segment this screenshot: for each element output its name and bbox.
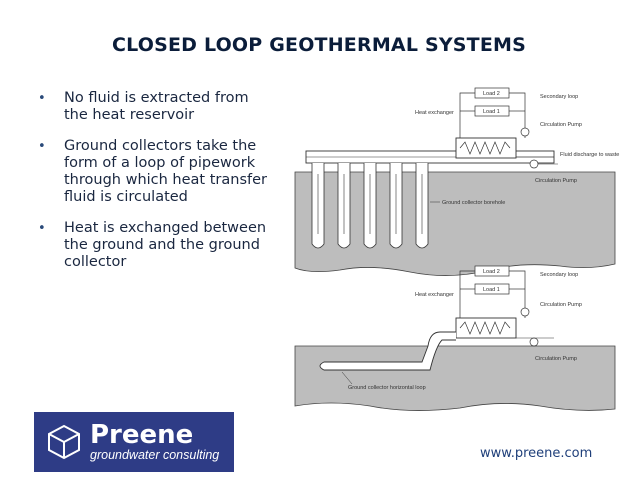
slide-title: CLOSED LOOP GEOTHERMAL SYSTEMS bbox=[111, 34, 527, 56]
preene-logo: Preene groundwater consulting bbox=[34, 412, 234, 472]
logo-name: Preene bbox=[90, 420, 194, 450]
cube-logo-icon bbox=[48, 424, 80, 460]
secondary-loop-label: Secondary loop bbox=[540, 272, 578, 278]
horizontal-loop-diagram: Load 2 Load 1 Heat exchanger Secondary l… bbox=[294, 265, 616, 411]
bullet-item: • Heat is exchanged between the ground an… bbox=[38, 220, 268, 271]
bullet-item: • No fluid is extracted from the heat res… bbox=[38, 90, 268, 124]
load-2-label: Load 2 bbox=[483, 269, 500, 275]
ground-collector-label: Ground collector borehole bbox=[442, 200, 505, 206]
heat-exchanger-label: Heat exchanger bbox=[415, 110, 454, 116]
circulation-pump-label: Circulation Pump bbox=[540, 302, 582, 308]
load-1-label: Load 1 bbox=[483, 287, 500, 293]
circulation-pump-label: Circulation Pump bbox=[535, 178, 577, 184]
secondary-loop-label: Secondary loop bbox=[540, 94, 578, 100]
heat-exchanger-label: Heat exchanger bbox=[415, 292, 454, 298]
bullet-dot: • bbox=[38, 91, 46, 106]
bullet-item: • Ground collectors take the form of a lo… bbox=[38, 138, 268, 206]
circulation-pump-label: Circulation Pump bbox=[535, 356, 577, 362]
borehole-system-diagram: Load 2 Load 1 Heat exchanger Secondary l… bbox=[294, 87, 619, 276]
circulation-pump-icon bbox=[529, 159, 539, 169]
flow-arrows bbox=[317, 174, 423, 234]
bullet-dot: • bbox=[38, 139, 46, 154]
circulation-pump-icon bbox=[520, 127, 530, 137]
circulation-pump-label: Circulation Pump bbox=[540, 122, 582, 128]
bullet-list: • No fluid is extracted from the heat res… bbox=[38, 90, 268, 285]
logo-tagline: groundwater consulting bbox=[90, 448, 220, 462]
circulation-pump-icon bbox=[529, 337, 539, 347]
website-link[interactable]: www.preene.com bbox=[480, 446, 593, 461]
bullet-dot: • bbox=[38, 221, 46, 236]
heat-exchanger-box bbox=[455, 137, 517, 159]
logo-text: Preene groundwater consulting bbox=[90, 422, 219, 462]
load-2-label: Load 2 bbox=[483, 91, 500, 97]
ground-collector-label: Ground collector horizontal loop bbox=[348, 385, 426, 391]
circulation-pump-icon bbox=[520, 307, 530, 317]
load-1-label: Load 1 bbox=[483, 109, 500, 115]
bullet-text: Heat is exchanged between the ground and… bbox=[64, 220, 267, 270]
fluid-discharge-label: Fluid discharge to waste bbox=[560, 152, 619, 158]
bullet-text: No fluid is extracted from the heat rese… bbox=[64, 90, 249, 123]
bullet-text: Ground collectors take the form of a loo… bbox=[64, 138, 267, 205]
heat-exchanger-box bbox=[455, 317, 517, 339]
geothermal-diagram: Load 2 Load 1 Heat exchanger Secondary l… bbox=[294, 87, 619, 411]
horizontal-loop-pipe bbox=[319, 331, 456, 371]
